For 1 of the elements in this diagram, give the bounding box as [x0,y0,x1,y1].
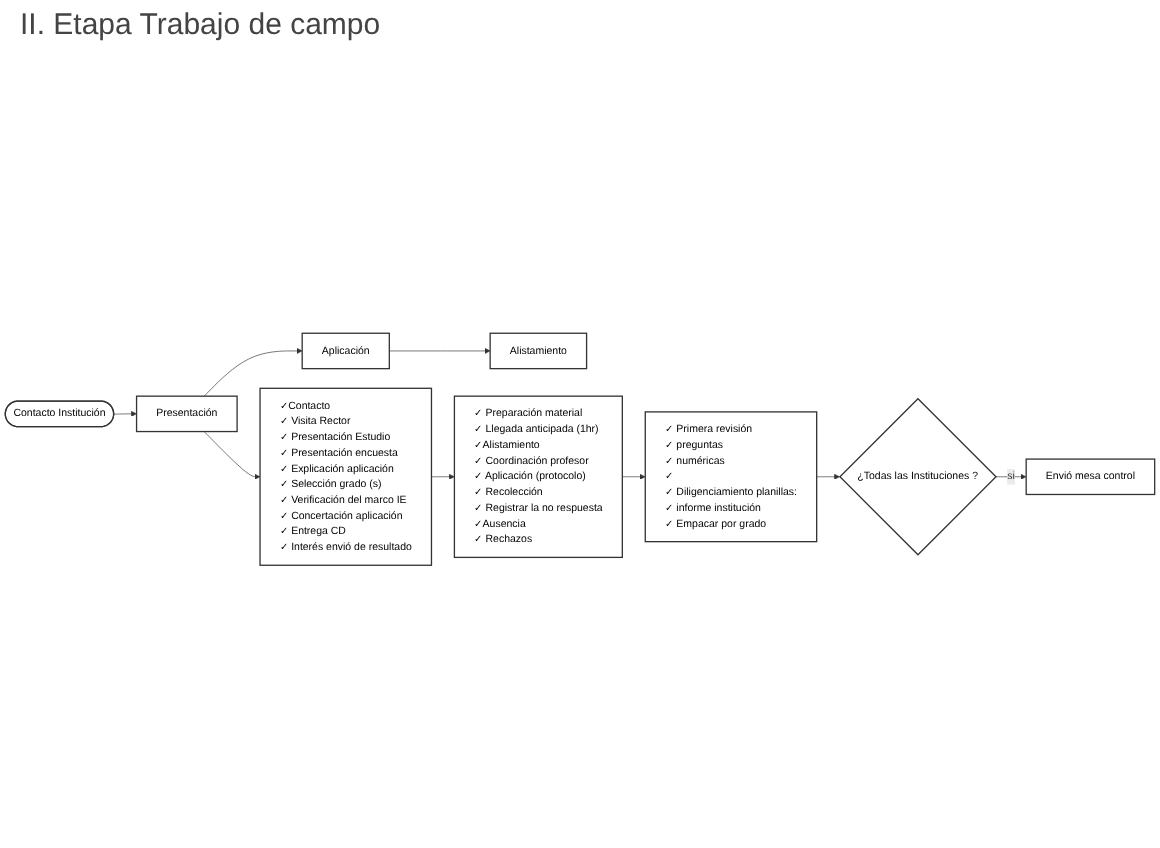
title: II. Etapa Trabajo de campo [18,6,383,46]
